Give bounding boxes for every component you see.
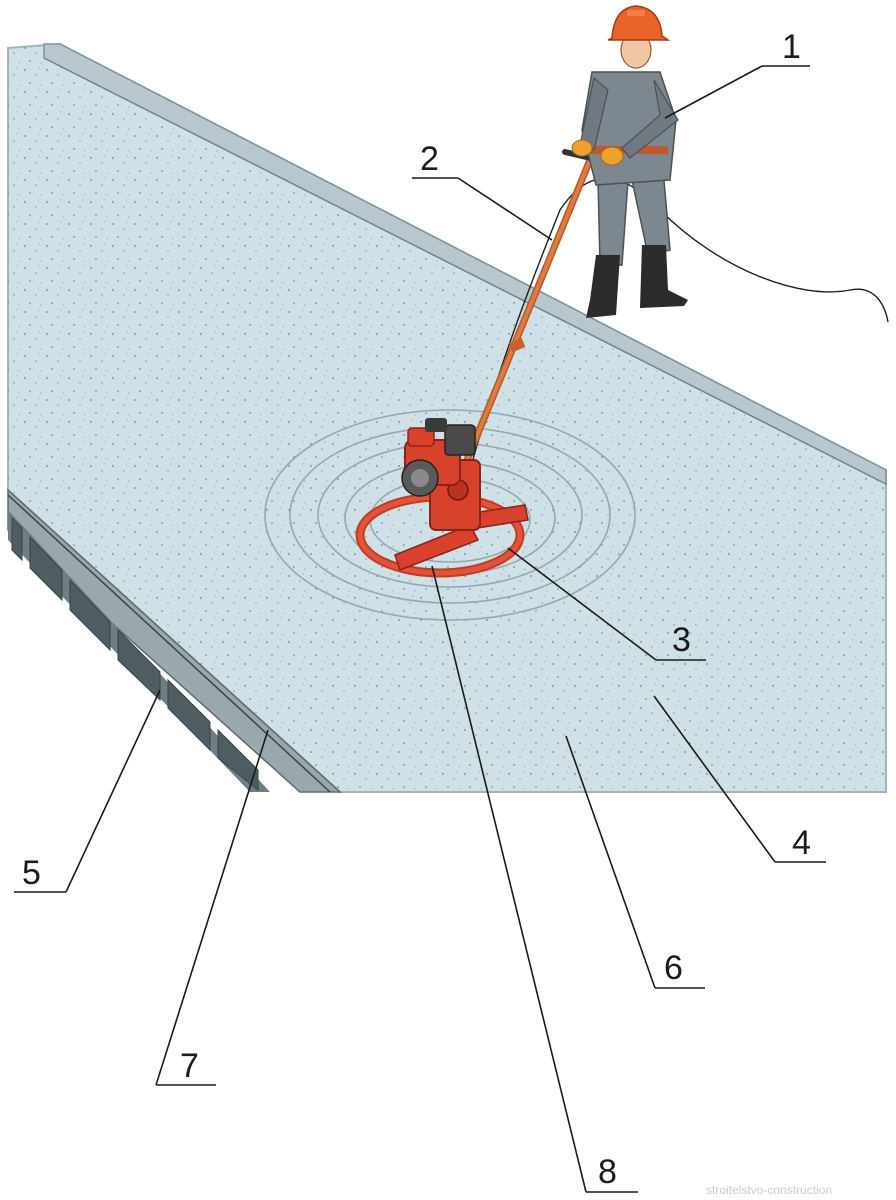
- callout-6: 6: [664, 949, 683, 987]
- callout-7: 7: [180, 1047, 199, 1085]
- callout-2: 2: [420, 140, 439, 178]
- worker: [571, 5, 688, 318]
- callout-5: 5: [22, 854, 41, 892]
- leader-lines: [14, 65, 826, 1193]
- far-edge-rail: [43, 43, 887, 486]
- callout-1: 1: [782, 28, 801, 66]
- watermark-text: stroitelstvo-construction: [706, 1183, 832, 1197]
- power-trowel: [355, 418, 529, 578]
- callout-labels: 1 2 3 4 5 6 7 8: [22, 28, 811, 1191]
- callout-4: 4: [792, 824, 811, 862]
- formwork-side: [7, 488, 342, 793]
- concrete-slab: [7, 42, 887, 793]
- callout-8: 8: [598, 1153, 617, 1191]
- callout-3: 3: [672, 621, 691, 659]
